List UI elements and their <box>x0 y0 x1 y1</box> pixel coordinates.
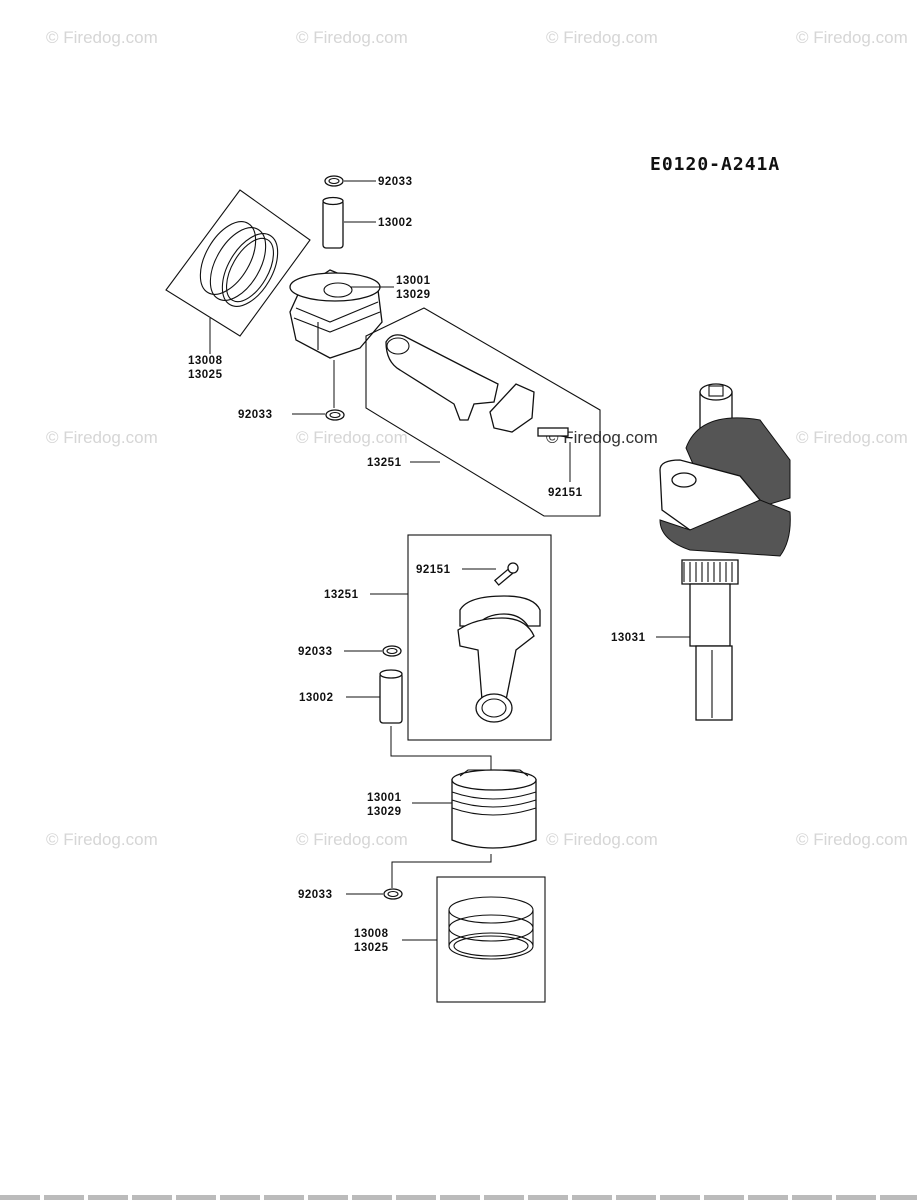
diagram-code: E0120-A241A <box>650 154 781 175</box>
part-label[interactable]: 92033 <box>238 409 272 421</box>
piston-ring-set-part[interactable] <box>165 189 311 337</box>
piston-part[interactable] <box>289 269 383 359</box>
part-label[interactable]: 13001 <box>396 275 431 287</box>
page-bottom-border <box>0 1195 917 1200</box>
piston-ring-set-part[interactable] <box>436 876 546 1003</box>
snap-ring-part[interactable] <box>324 175 344 187</box>
part-label[interactable]: 13251 <box>324 589 359 601</box>
piston-pin-part[interactable] <box>379 669 403 724</box>
watermark: © Firedog.com <box>796 830 908 849</box>
crankshaft-part[interactable] <box>659 383 791 721</box>
watermark: © Firedog.com <box>296 428 408 447</box>
watermark: © Firedog.com <box>46 28 158 47</box>
part-label[interactable]: 13002 <box>378 217 412 229</box>
watermark: © Firedog.com <box>296 28 408 47</box>
part-label[interactable]: 13029 <box>396 289 430 301</box>
part-label[interactable]: 13008 <box>354 928 389 940</box>
snap-ring-part[interactable] <box>382 645 402 657</box>
part-label[interactable]: 13029 <box>367 806 401 818</box>
watermark: © Firedog.com <box>46 830 158 849</box>
watermark: © Firedog.com <box>796 28 908 47</box>
watermark: © Firedog.com <box>296 830 408 849</box>
watermark: © Firedog.com <box>546 830 658 849</box>
part-label[interactable]: 13025 <box>354 942 389 954</box>
part-label[interactable]: 92151 <box>416 564 451 576</box>
watermark: © Firedog.com <box>546 28 658 47</box>
watermark: © Firedog.com <box>546 428 658 447</box>
part-label[interactable]: 13031 <box>611 632 646 644</box>
piston-part[interactable] <box>451 769 537 849</box>
part-label[interactable]: 92033 <box>298 646 332 658</box>
part-label[interactable]: 13002 <box>299 692 333 704</box>
snap-ring-part[interactable] <box>325 409 345 421</box>
part-label[interactable]: 13001 <box>367 792 402 804</box>
connecting-rod-box[interactable] <box>407 534 552 741</box>
part-label[interactable]: 92033 <box>378 176 412 188</box>
part-label[interactable]: 92151 <box>548 487 583 499</box>
snap-ring-part[interactable] <box>383 888 403 900</box>
part-label[interactable]: 92033 <box>298 889 332 901</box>
watermark: © Firedog.com <box>796 428 908 447</box>
watermark: © Firedog.com <box>46 428 158 447</box>
connecting-rod-part[interactable] <box>365 307 601 517</box>
piston-pin-part[interactable] <box>322 196 344 249</box>
part-label[interactable]: 13251 <box>367 457 402 469</box>
part-label[interactable]: 13008 <box>188 355 223 367</box>
part-label[interactable]: 13025 <box>188 369 223 381</box>
